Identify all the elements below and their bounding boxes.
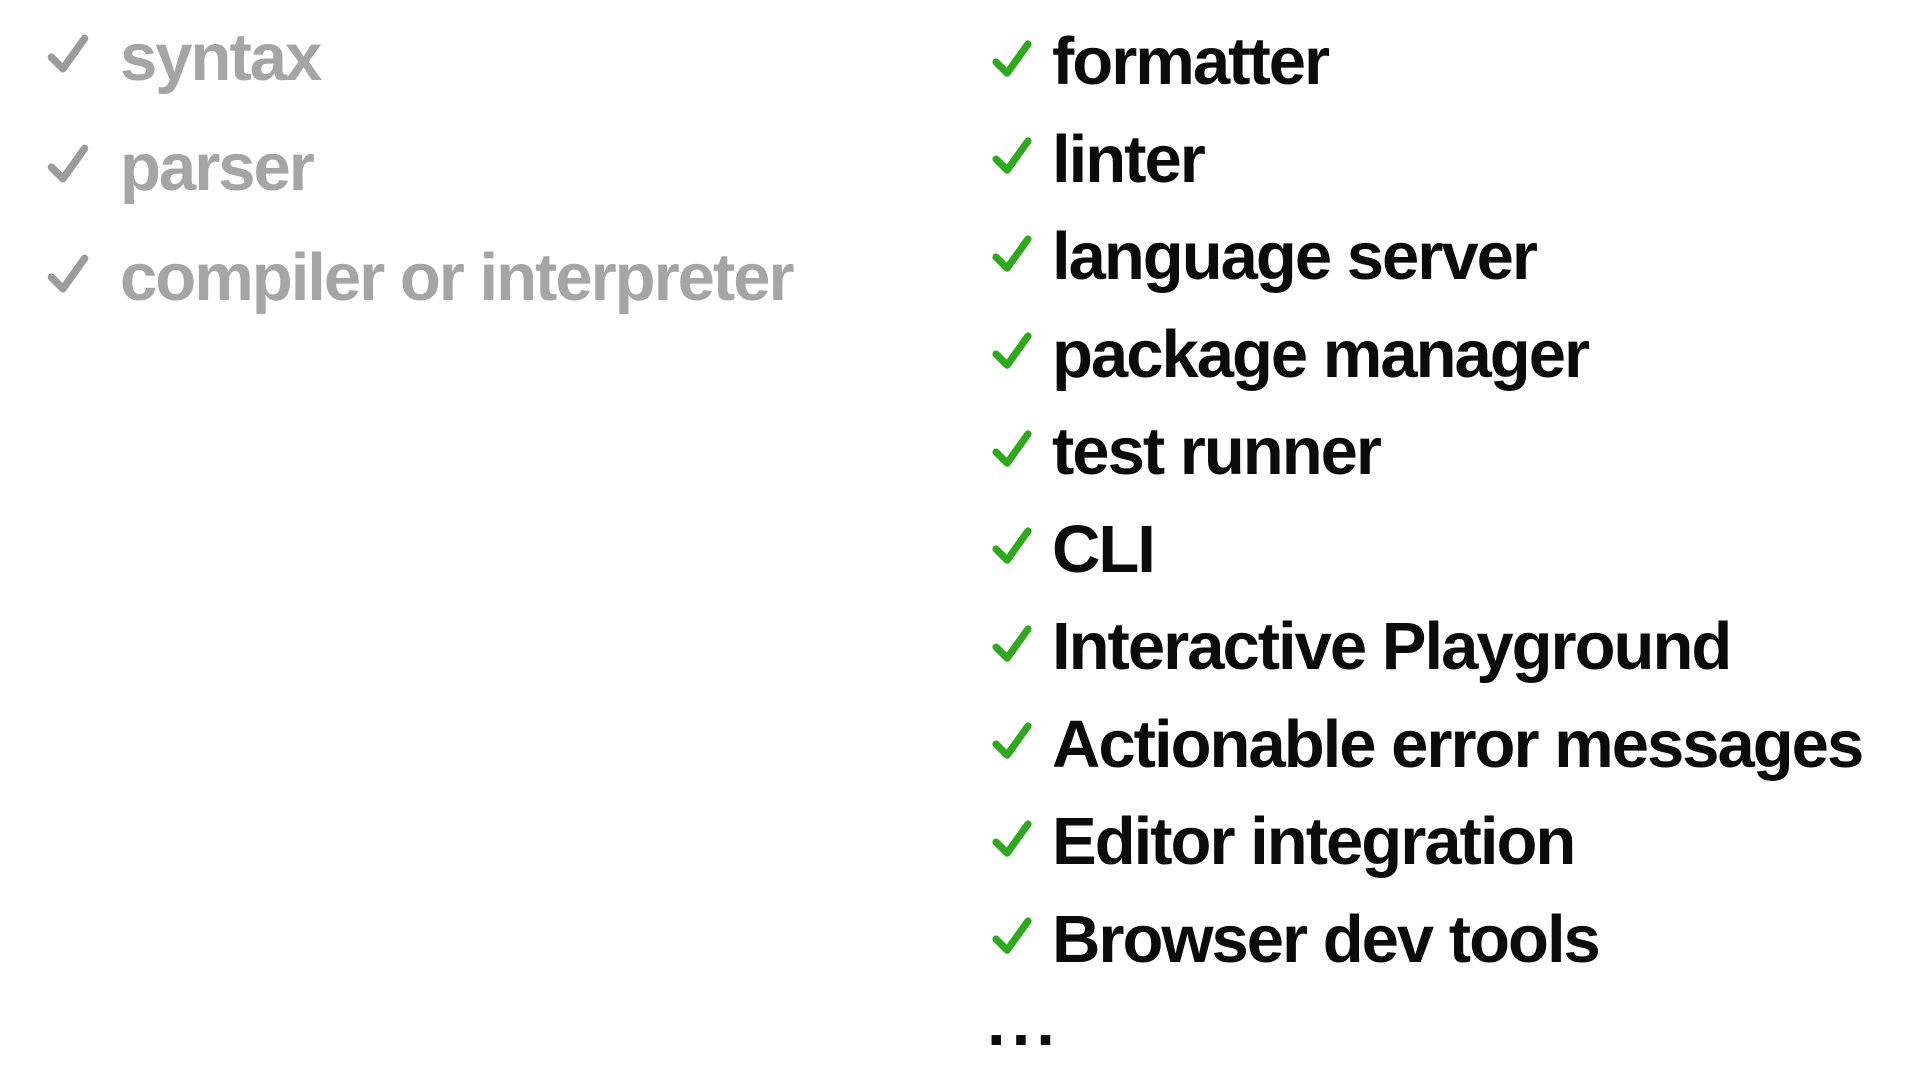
checklist-item-label: formatter xyxy=(1052,24,1330,100)
checklist-item: Actionable error messages xyxy=(987,696,1864,794)
checkmark-icon xyxy=(987,132,1037,182)
checklist-item: parser xyxy=(42,112,793,222)
completed-checklist: syntax parser compiler or interpreter xyxy=(42,2,795,332)
checklist-item-label: parser xyxy=(120,129,315,205)
checkmark-icon xyxy=(987,912,1037,962)
checklist-item: Editor integration xyxy=(987,793,1862,891)
checklist-item-label: Editor integration xyxy=(1052,804,1576,880)
checklist-item: linter xyxy=(987,111,1862,209)
checkmark-icon xyxy=(987,230,1037,280)
checkmark-icon xyxy=(987,620,1037,670)
checklist-item-label: compiler or interpreter xyxy=(120,239,795,315)
checklist-item: language server xyxy=(987,208,1862,306)
checkmark-icon xyxy=(987,35,1037,85)
checkmark-icon xyxy=(987,425,1037,475)
checklist-item-label: syntax xyxy=(120,19,322,95)
checklist-item-label: CLI xyxy=(1052,511,1156,587)
checklist-item-label: Browser dev tools xyxy=(1052,901,1601,977)
checklist-item-label: Actionable error messages xyxy=(1052,706,1864,782)
checklist-item: CLI xyxy=(987,501,1862,599)
checklist-item-label: test runner xyxy=(1052,414,1382,490)
ellipsis-label: ... xyxy=(987,985,1061,1061)
checklist-item-label: language server xyxy=(1052,219,1538,295)
ellipsis-row: ... xyxy=(987,974,1862,1072)
checkmark-icon xyxy=(987,327,1037,377)
checklist-item-label: linter xyxy=(1052,121,1206,197)
checkmark-icon xyxy=(987,522,1037,572)
checklist-item-label: package manager xyxy=(1052,316,1590,392)
checkmark-icon xyxy=(42,29,94,81)
checkmark-icon xyxy=(42,139,94,191)
checkmark-icon xyxy=(987,815,1037,865)
checklist-item: Browser dev tools xyxy=(987,891,1862,989)
checkmark-icon xyxy=(42,249,94,301)
checklist-item: formatter xyxy=(987,13,1862,111)
checkmark-icon xyxy=(987,717,1037,767)
checklist-item: test runner xyxy=(987,403,1862,501)
checklist-item: compiler or interpreter xyxy=(42,222,795,332)
checklist-item: syntax xyxy=(42,2,793,112)
checklist-item-label: Interactive Playground xyxy=(1052,609,1732,685)
tooling-checklist: formatter linter language server package… xyxy=(987,13,1864,1086)
checklist-item: package manager xyxy=(987,306,1862,404)
checklist-item: Interactive Playground xyxy=(987,598,1862,696)
